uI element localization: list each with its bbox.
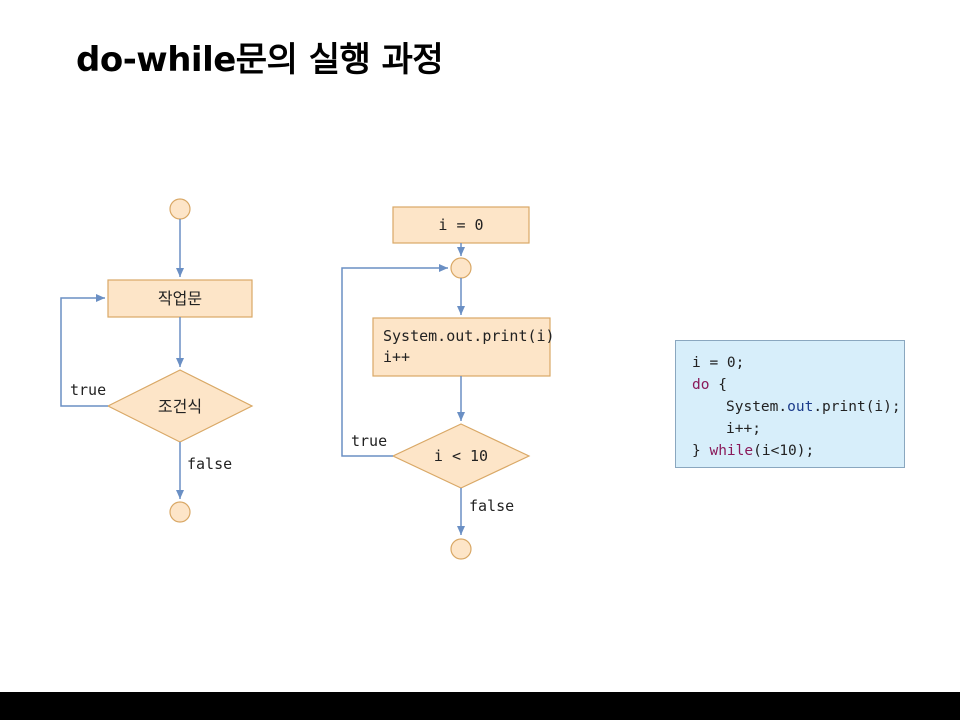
code-line-3-post: .print(i); bbox=[813, 399, 901, 415]
code-line-5-pre: } bbox=[692, 443, 710, 459]
code-line-3-pre: System. bbox=[726, 399, 788, 415]
mid-join-node bbox=[450, 257, 472, 279]
code-line-2-rest: { bbox=[709, 377, 727, 393]
mid-loop-arrow bbox=[341, 264, 448, 457]
left-false-label: false bbox=[187, 455, 232, 473]
left-true-label: true bbox=[70, 381, 106, 399]
mid-body-line2: i++ bbox=[383, 348, 410, 366]
left-end-node bbox=[169, 501, 191, 523]
mid-false-label: false bbox=[469, 497, 514, 515]
code-line-5: } while(i<10); bbox=[692, 440, 904, 462]
mid-end-node bbox=[450, 538, 472, 560]
code-line-4: i++; bbox=[692, 418, 904, 440]
mid-body-line1: System.out.print(i) bbox=[383, 327, 555, 345]
code-keyword-do: do bbox=[692, 377, 710, 393]
slide-title: do-while문의 실행 과정 bbox=[76, 40, 444, 80]
mid-true-label: true bbox=[351, 432, 387, 450]
mid-init-label: i = 0 bbox=[438, 216, 483, 234]
code-field-out: out bbox=[787, 399, 814, 415]
left-loop-arrow bbox=[60, 294, 108, 407]
mid-condition-label: i < 10 bbox=[434, 447, 488, 465]
left-condition-label: 조건식 bbox=[158, 397, 202, 416]
code-line-1: i = 0; bbox=[692, 352, 904, 374]
left-task-label: 작업문 bbox=[158, 289, 202, 308]
left-flowchart: 작업문 조건식 true false bbox=[60, 198, 254, 523]
code-line-1-text: i = 0; bbox=[692, 355, 745, 371]
code-line-3: System.out.print(i); bbox=[692, 396, 904, 418]
left-start-node bbox=[169, 198, 191, 220]
bottom-bar bbox=[0, 692, 960, 720]
code-line-5-post: (i<10); bbox=[753, 443, 815, 459]
mid-init-box bbox=[392, 206, 530, 244]
mid-body-box bbox=[372, 317, 551, 377]
code-line-2: do { bbox=[692, 374, 904, 396]
middle-flowchart: i = 0 System.out.print(i) i++ i < 10 tru… bbox=[341, 206, 555, 560]
code-keyword-while: while bbox=[709, 443, 754, 459]
code-box: i = 0; do { System.out.print(i); i++; } … bbox=[675, 340, 905, 468]
code-line-4-text: i++; bbox=[726, 421, 761, 437]
